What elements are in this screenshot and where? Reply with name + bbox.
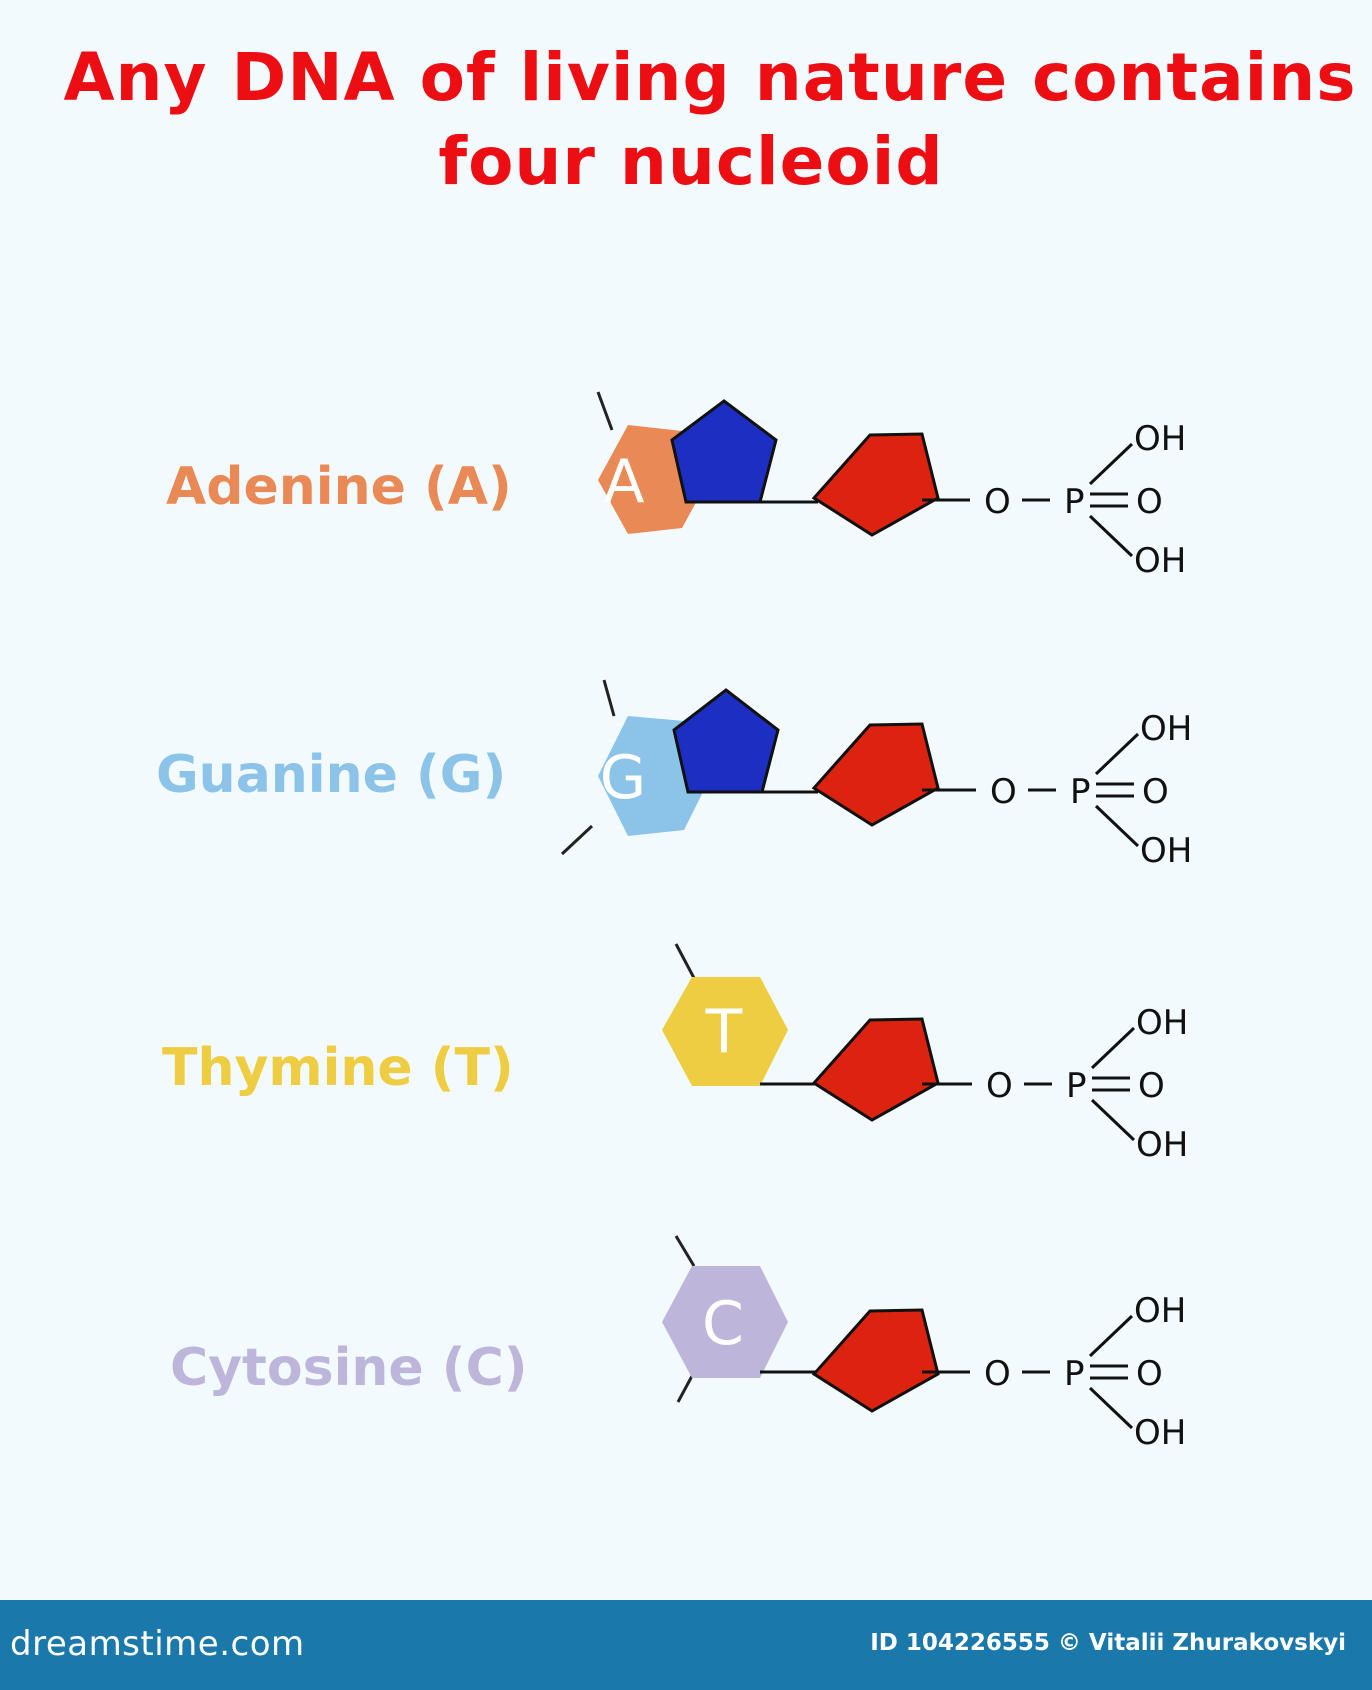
base-letter: G [600, 743, 647, 813]
base-letter: T [705, 997, 743, 1067]
hydroxyl-top: OH [1134, 419, 1186, 459]
hydroxyl-top: OH [1140, 709, 1192, 749]
hydroxyl-top: OH [1136, 1003, 1188, 1043]
base-letter: A [603, 447, 644, 517]
hydroxyl-top: OH [1134, 1291, 1186, 1331]
base-substituent-bond-top [674, 1235, 696, 1267]
p-oh-bond-bottom [1088, 514, 1134, 558]
thymine-structure: T O P O OH OH [662, 943, 1188, 1165]
base-substituent-bond-bottom [560, 824, 594, 856]
p-oh-bond-top [1094, 732, 1140, 776]
purine-pentagon [670, 399, 778, 504]
p-oh-bond-bottom [1090, 1098, 1136, 1142]
sugar-pentagon [811, 1308, 940, 1413]
sugar-pentagon [811, 432, 940, 537]
sugar-pentagon [811, 722, 940, 827]
p-oh-bond-top [1090, 1026, 1136, 1070]
title-line-1: Any DNA of living nature contains [63, 39, 1357, 116]
sugar-pentagon [811, 1017, 940, 1122]
p-oh-bond-bottom [1088, 1386, 1134, 1430]
ester-oxygen: O [986, 1066, 1013, 1106]
base-letter: C [702, 1289, 744, 1359]
hydroxyl-bottom: OH [1134, 541, 1186, 581]
purine-pentagon [672, 688, 780, 794]
nucleotide-label-thymine: Thymine (T) [162, 1038, 514, 1098]
ester-oxygen: O [984, 1354, 1011, 1394]
footer-credit: ID 104226555 © Vitalii Zhurakovskyi [870, 1630, 1346, 1656]
hydroxyl-bottom: OH [1140, 831, 1192, 871]
p-oh-bond-top [1088, 1314, 1134, 1358]
footer-site-link[interactable]: dreamstime.com [10, 1624, 305, 1664]
base-substituent-bond [674, 943, 696, 979]
nucleotide-label-guanine: Guanine (G) [156, 745, 507, 805]
double-bond-oxygen: O [1136, 482, 1163, 522]
base-substituent-bond [596, 391, 614, 431]
phosphorus: P [1070, 772, 1091, 812]
nucleotide-row-guanine: Guanine (G) G O P O OH OH [0, 660, 1372, 900]
phosphorus: P [1066, 1066, 1087, 1106]
nucleotide-row-adenine: Adenine (A) A O P O OH OH [0, 370, 1372, 610]
hydroxyl-bottom: OH [1134, 1413, 1186, 1453]
title-line-2: four nucleoid [438, 123, 944, 200]
cytosine-base-hexagon [662, 1266, 788, 1378]
thymine-base-hexagon [662, 977, 788, 1086]
base-substituent-bond-top [602, 679, 616, 717]
base-substituent-bond-bottom [676, 1375, 694, 1403]
hydroxyl-bottom: OH [1136, 1125, 1188, 1165]
p-oh-bond-bottom [1094, 804, 1140, 848]
p-oh-bond-top [1088, 442, 1134, 486]
cytosine-structure: C O P O OH OH [662, 1235, 1186, 1453]
double-bond-oxygen: O [1136, 1354, 1163, 1394]
ester-oxygen: O [990, 772, 1017, 812]
double-bond-oxygen: O [1138, 1066, 1165, 1106]
phosphorus: P [1064, 1354, 1085, 1394]
footer-bar: dreamstime.com ID 104226555 © Vitalii Zh… [0, 1600, 1372, 1690]
nucleotide-row-cytosine: Cytosine (C) C O P O OH OH [0, 1230, 1372, 1470]
nucleotide-label-cytosine: Cytosine (C) [170, 1338, 528, 1398]
phosphorus: P [1064, 482, 1085, 522]
nucleotide-row-thymine: Thymine (T) T O P O OH OH [0, 940, 1372, 1180]
double-bond-oxygen: O [1142, 772, 1169, 812]
nucleotide-label-adenine: Adenine (A) [166, 457, 512, 517]
guanine-structure: G O P O OH OH [560, 679, 1192, 871]
adenine-structure: A O P O OH OH [596, 391, 1186, 581]
ester-oxygen: O [984, 482, 1011, 522]
page-title: Any DNA of living nature contains four n… [0, 36, 1372, 204]
